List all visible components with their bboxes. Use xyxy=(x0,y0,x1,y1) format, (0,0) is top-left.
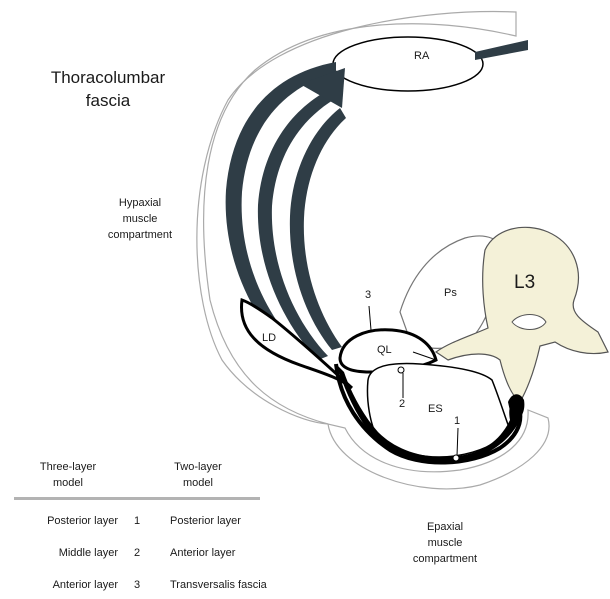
legend-row-1-num: 1 xyxy=(134,514,140,528)
marker-3-line xyxy=(369,306,371,330)
marker-1-dot xyxy=(453,455,459,461)
label-ld: LD xyxy=(262,332,276,344)
epaxial-line-3: compartment xyxy=(390,551,500,567)
marker-2-dot xyxy=(398,367,404,373)
legend-row-3-num: 3 xyxy=(134,578,140,592)
label-l3: L3 xyxy=(514,272,535,294)
legend-row-1-two: Posterior layer xyxy=(170,514,241,528)
hypaxial-line-1: Hypaxial xyxy=(78,195,202,211)
label-ra: RA xyxy=(414,50,429,62)
legend-header-two-layer: Two-layer model xyxy=(150,459,246,491)
legend-row-2-num: 2 xyxy=(134,546,140,560)
legend-row-3-three: Anterior layer xyxy=(0,578,118,592)
label-ps: Ps xyxy=(444,287,457,299)
legend-divider xyxy=(14,497,260,500)
label-ql: QL xyxy=(377,344,392,356)
legend-header-two-line-2: model xyxy=(150,475,246,491)
hypaxial-line-2: muscle xyxy=(78,211,202,227)
legend-header-two-line-1: Two-layer xyxy=(150,459,246,475)
legend-row-1-three: Posterior layer xyxy=(0,514,118,528)
rectus-abdominis xyxy=(333,37,483,91)
label-es: ES xyxy=(428,403,443,415)
legend-header-three-line-2: model xyxy=(20,475,116,491)
epaxial-line-1: Epaxial xyxy=(390,519,500,535)
epaxial-label: Epaxial muscle compartment xyxy=(390,519,500,567)
linea-alba xyxy=(475,40,528,60)
hypaxial-label: Hypaxial muscle compartment xyxy=(78,195,202,243)
title-line-1: Thoracolumbar xyxy=(10,66,206,89)
layer-marker-3: 3 xyxy=(365,289,371,301)
legend-header-three-line-1: Three-layer xyxy=(20,459,116,475)
legend-row-2-two: Anterior layer xyxy=(170,546,235,560)
layer-marker-1: 1 xyxy=(454,415,460,427)
legend-row-2-three: Middle layer xyxy=(0,546,118,560)
title-line-2: fascia xyxy=(10,89,206,112)
layer-marker-2: 2 xyxy=(399,398,405,410)
legend-row-3-two: Transversalis fascia xyxy=(170,578,267,592)
epaxial-line-2: muscle xyxy=(390,535,500,551)
legend-header-three-layer: Three-layer model xyxy=(20,459,116,491)
diagram-title: Thoracolumbar fascia xyxy=(10,66,206,112)
hypaxial-line-3: compartment xyxy=(78,227,202,243)
